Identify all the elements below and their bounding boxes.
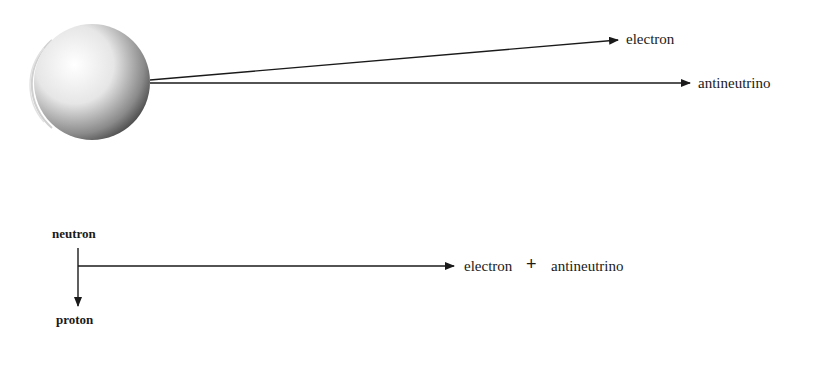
particle-label: antineutrino [551, 257, 623, 275]
particle-label: neutron [52, 226, 96, 242]
decay-products-arrow [78, 265, 454, 266]
particle-label: electron [464, 257, 512, 275]
electron-arrow [150, 40, 618, 80]
particle-label: electron [626, 30, 674, 48]
antineutrino-arrow [150, 82, 690, 83]
particle-label: antineutrino [698, 74, 770, 92]
neutron-sphere [34, 24, 150, 140]
plus-sign: + [526, 254, 537, 276]
particle-label: proton [56, 312, 93, 328]
proton-arrow [77, 248, 78, 306]
